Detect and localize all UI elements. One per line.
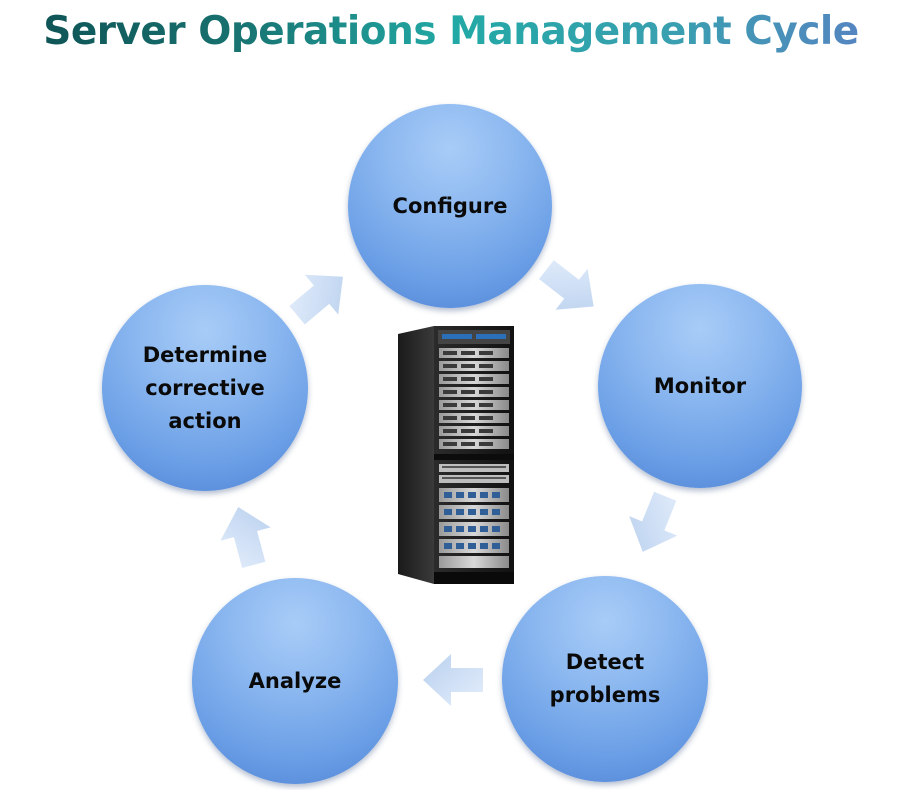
- node-detect-problems: Detect problems: [502, 576, 708, 782]
- node-label: Detect problems: [549, 650, 661, 707]
- node-label: Monitor: [653, 373, 747, 398]
- arrow-detect-to-analyze-icon: [423, 654, 483, 706]
- node-configure: Configure: [348, 104, 552, 308]
- page-title: Server Operations Management Cycle: [0, 4, 902, 60]
- node-label: Analyze: [248, 668, 342, 693]
- node-determine-corrective-action: Determine corrective action: [102, 285, 308, 491]
- server-rack-icon: [398, 326, 514, 584]
- node-analyze: Analyze: [192, 578, 398, 784]
- arrow-configure-to-monitor-icon: [538, 260, 594, 310]
- arrow-analyze-to-determine-icon: [220, 507, 271, 569]
- arrow-monitor-to-detect-icon: [629, 491, 678, 552]
- node-label: Determine corrective action: [142, 342, 268, 433]
- node-label: Configure: [392, 193, 508, 218]
- node-monitor: Monitor: [598, 284, 802, 488]
- arrow-determine-to-configure-icon: [289, 274, 343, 325]
